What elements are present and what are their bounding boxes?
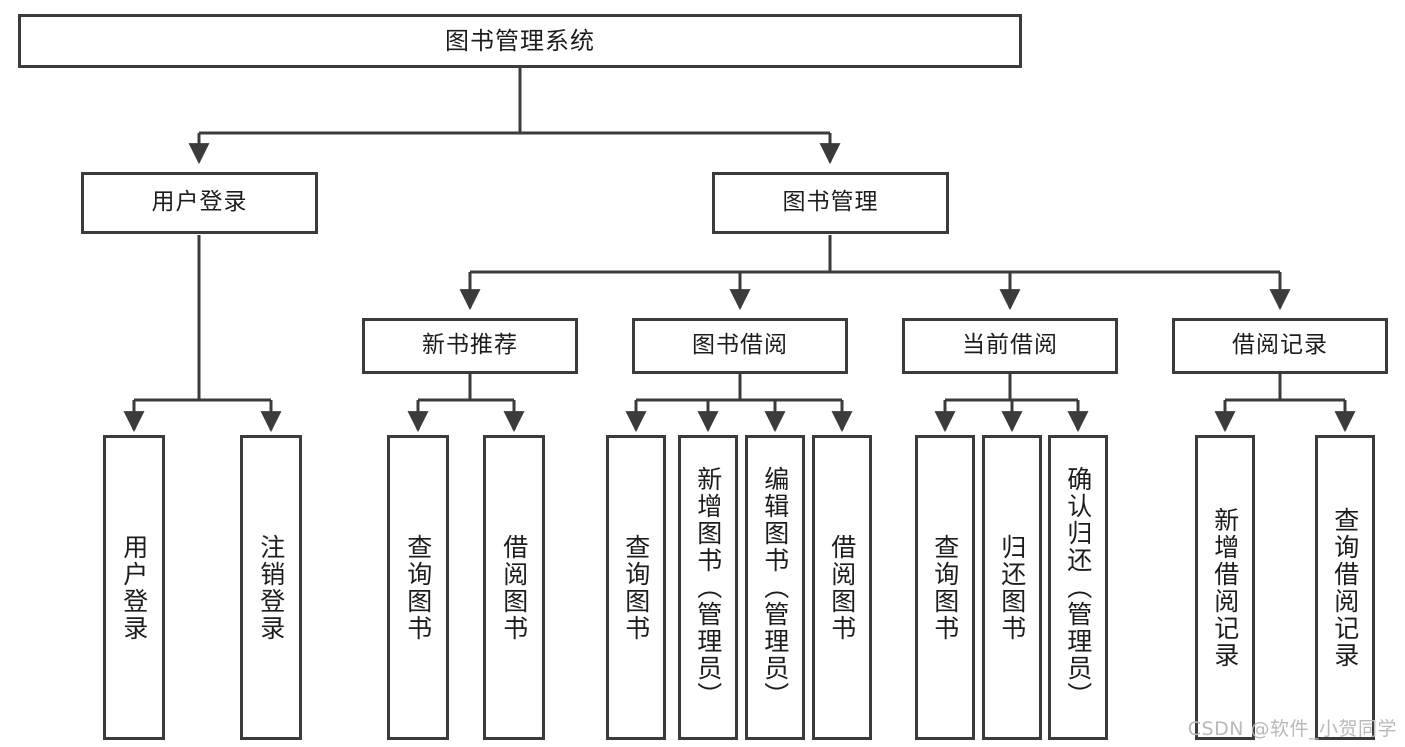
leaf-query-borrow-record[interactable]: 查询借阅记录	[1315, 435, 1375, 740]
node-label: 新增借阅记录	[1210, 506, 1240, 669]
node-root-system[interactable]: 图书管理系统	[18, 14, 1022, 68]
leaf-query-book-recommend[interactable]: 查询图书	[387, 435, 449, 740]
node-book-borrow[interactable]: 图书借阅	[632, 318, 848, 374]
node-user-login[interactable]: 用户登录	[81, 172, 318, 234]
node-current-borrow[interactable]: 当前借阅	[902, 318, 1118, 374]
node-label: 借阅记录	[1232, 332, 1328, 359]
node-book-management[interactable]: 图书管理	[712, 172, 949, 234]
node-label: 注销登录	[256, 533, 286, 642]
node-label: 借阅图书	[827, 533, 857, 642]
leaf-confirm-return-admin[interactable]: 确认归还（管理员）	[1048, 435, 1108, 740]
node-label: 图书管理系统	[445, 26, 595, 55]
node-label: 归还图书	[997, 533, 1027, 642]
node-label: 借阅图书	[499, 533, 529, 642]
leaf-return-book[interactable]: 归还图书	[982, 435, 1042, 740]
node-label: 确认归还（管理员）	[1063, 466, 1093, 709]
node-label: 图书管理	[782, 189, 879, 216]
leaf-logout[interactable]: 注销登录	[240, 435, 302, 740]
leaf-query-book-borrow[interactable]: 查询图书	[606, 435, 666, 740]
node-label: 编辑图书（管理员）	[760, 466, 790, 709]
leaf-add-book-admin[interactable]: 新增图书（管理员）	[678, 435, 738, 740]
leaf-edit-book-admin[interactable]: 编辑图书（管理员）	[745, 435, 805, 740]
leaf-add-borrow-record[interactable]: 新增借阅记录	[1195, 435, 1255, 740]
node-label: 当前借阅	[962, 332, 1058, 359]
leaf-query-book-current[interactable]: 查询图书	[915, 435, 975, 740]
node-label: 查询图书	[621, 533, 651, 642]
node-label: 新增图书（管理员）	[693, 466, 723, 709]
node-label: 查询图书	[930, 533, 960, 642]
node-label: 图书借阅	[692, 332, 788, 359]
node-label: 查询图书	[403, 533, 433, 642]
node-label: 查询借阅记录	[1330, 506, 1360, 669]
node-new-book-recommend[interactable]: 新书推荐	[362, 318, 578, 374]
leaf-borrow-book-recommend[interactable]: 借阅图书	[483, 435, 545, 740]
node-label: 用户登录	[119, 533, 149, 642]
node-label: 用户登录	[151, 189, 248, 216]
node-borrow-record[interactable]: 借阅记录	[1172, 318, 1388, 374]
leaf-user-login[interactable]: 用户登录	[103, 435, 165, 740]
node-label: 新书推荐	[422, 332, 518, 359]
leaf-borrow-book[interactable]: 借阅图书	[812, 435, 872, 740]
watermark: CSDN @软件_小贺同学	[1187, 718, 1397, 740]
